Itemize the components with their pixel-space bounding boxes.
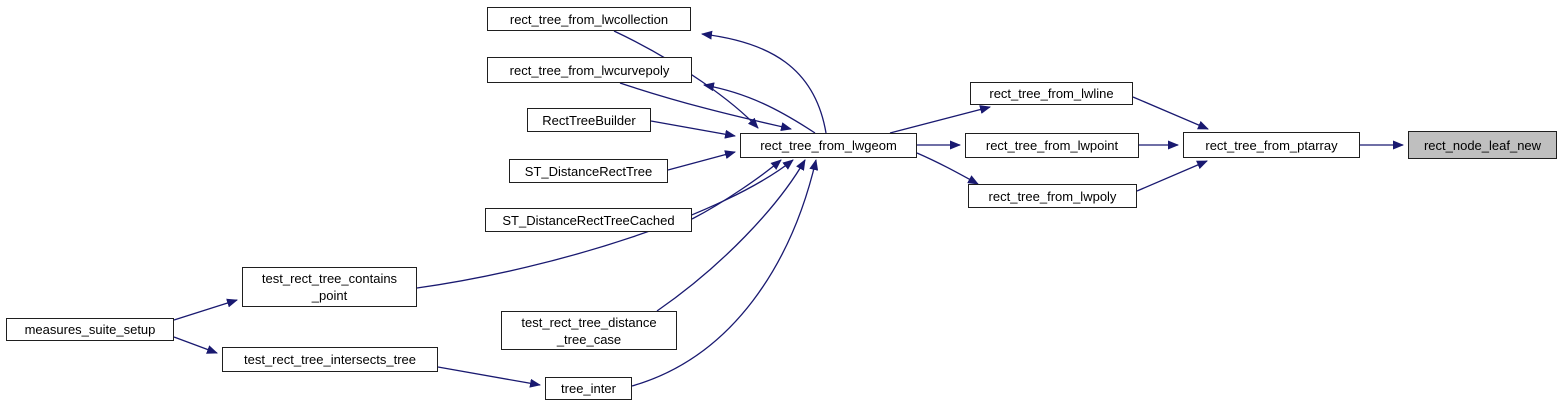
edge-rect_tree_from_lwgeom-to-rect_tree_from_lwpoly [916,152,979,185]
edge-rect_tree_from_lwcurvepoly-to-rect_tree_from_lwgeom [619,82,792,132]
node-ST_DistanceRectTree[interactable]: ST_DistanceRectTree [509,159,668,183]
edge-test_rect_tree_intersects_tree-to-tree_inter [437,366,541,388]
node-rect_node_leaf_new: rect_node_leaf_new [1408,131,1557,159]
node-rect_tree_from_lwline[interactable]: rect_tree_from_lwline [970,82,1133,105]
node-rect_tree_from_lwcollection[interactable]: rect_tree_from_lwcollection [487,7,691,31]
edge-test_rect_tree_contains_point-to-rect_tree_from_lwgeom [416,159,794,289]
node-measures_suite_setup[interactable]: measures_suite_setup [6,318,174,341]
edge-test_rect_tree_distance_tree_case-to-rect_tree_from_lwgeom [656,159,806,312]
edge-RectTreeBuilder-to-rect_tree_from_lwgeom [650,120,736,139]
node-rect_tree_from_lwgeom[interactable]: rect_tree_from_lwgeom [740,133,917,158]
node-ST_DistanceRectTreeCached[interactable]: ST_DistanceRectTreeCached [485,208,692,232]
node-test_rect_tree_intersects_tree[interactable]: test_rect_tree_intersects_tree [222,347,438,372]
node-rect_tree_from_ptarray[interactable]: rect_tree_from_ptarray [1183,132,1360,158]
node-RectTreeBuilder[interactable]: RectTreeBuilder [527,108,651,132]
node-tree_inter[interactable]: tree_inter [545,377,632,400]
edge-tree_inter-to-rect_tree_from_lwgeom [631,159,819,387]
edge-rect_tree_from_lwpoly-to-rect_tree_from_ptarray [1136,160,1208,192]
edge-rect_tree_from_lwgeom-to-rect_tree_from_lwline [889,105,991,134]
edge-measures_suite_setup-to-test_rect_tree_contains_point [173,298,238,321]
edge-rect_tree_from_lwgeom-to-rect_tree_from_lwcurvepoly [703,82,816,134]
node-test_rect_tree_distance_tree_case[interactable]: test_rect_tree_distance _tree_case [501,311,677,350]
node-rect_tree_from_lwcurvepoly[interactable]: rect_tree_from_lwcurvepoly [487,57,692,83]
edge-measures_suite_setup-to-test_rect_tree_intersects_tree [173,336,218,354]
node-rect_tree_from_lwpoly[interactable]: rect_tree_from_lwpoly [968,184,1137,208]
edge-ST_DistanceRectTree-to-rect_tree_from_lwgeom [667,150,736,171]
node-rect_tree_from_lwpoint[interactable]: rect_tree_from_lwpoint [965,133,1139,158]
edge-rect_tree_from_lwline-to-rect_tree_from_ptarray [1132,96,1209,130]
node-test_rect_tree_contains_point[interactable]: test_rect_tree_contains _point [242,267,417,307]
edge-ST_DistanceRectTreeCached-to-rect_tree_from_lwgeom [691,159,782,220]
edge-rect_tree_from_lwgeom-to-rect_tree_from_lwcollection [701,30,827,134]
